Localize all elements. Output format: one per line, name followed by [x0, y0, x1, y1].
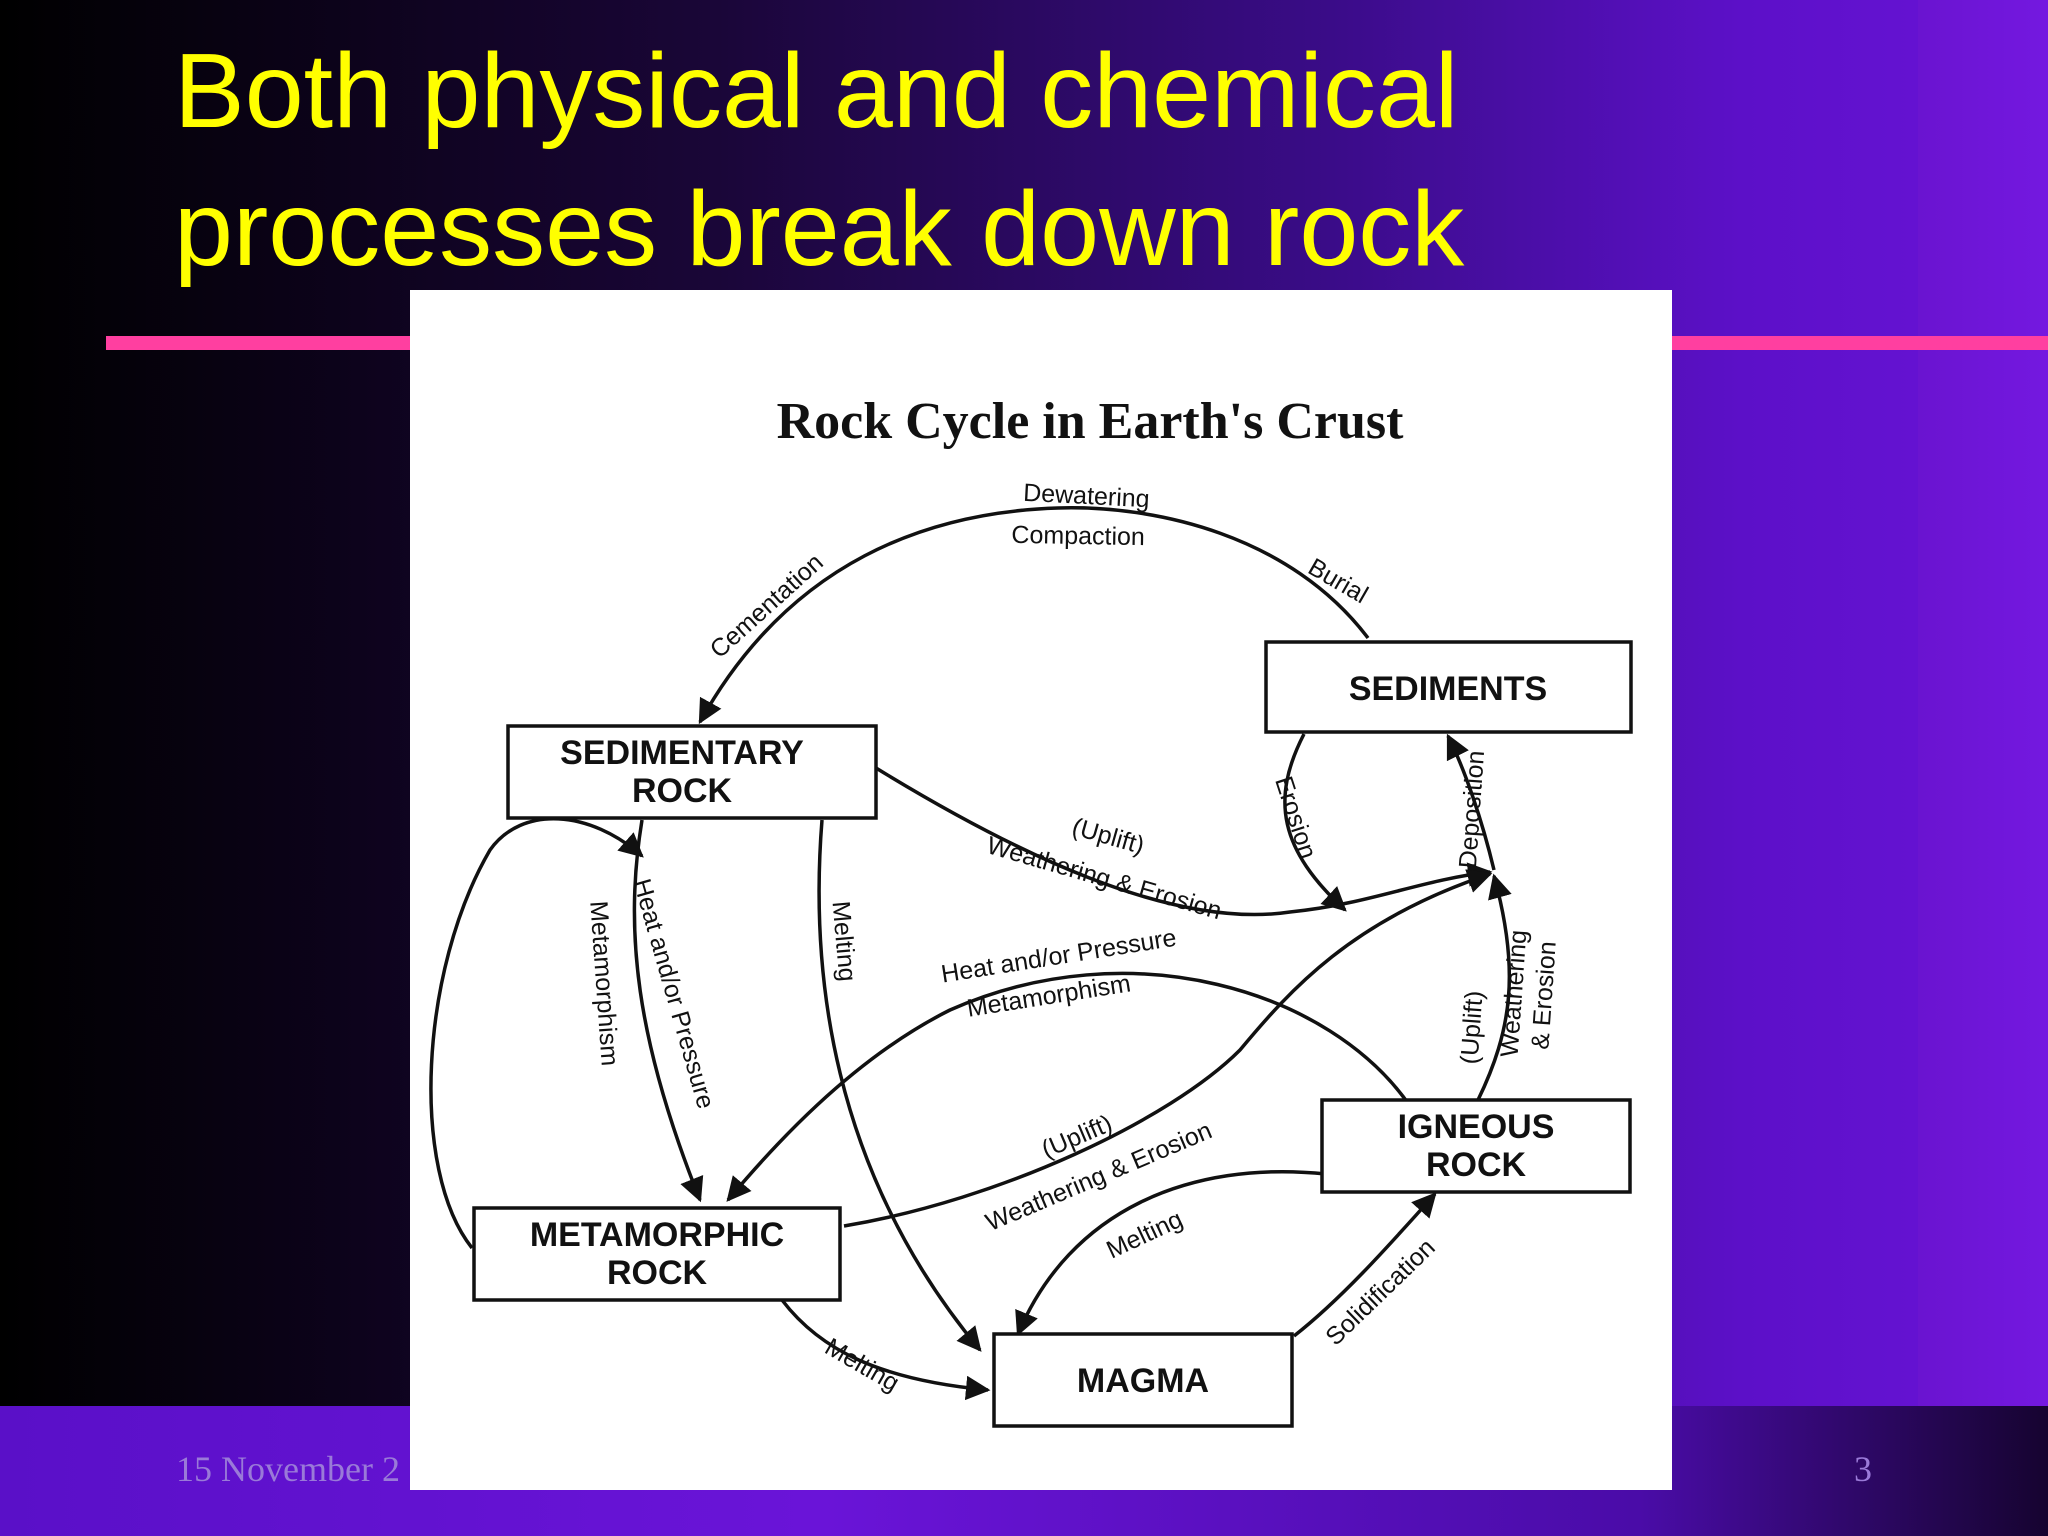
- slide-title-line-1: Both physical and chemical: [174, 32, 1459, 150]
- sediments-label: SEDIMENTS: [1349, 670, 1547, 708]
- label-compaction: Compaction: [1011, 521, 1145, 551]
- label-ign-uplift: (Uplift): [1455, 990, 1488, 1065]
- igneous-rock-label-2: ROCK: [1426, 1146, 1527, 1184]
- sedimentary-rock-label-2: ROCK: [632, 772, 733, 810]
- slide-right-band: [1918, 0, 2048, 1406]
- arrow-sedimentary-melting: [817, 819, 982, 1352]
- arrow-sediments-erosion: [1283, 733, 1347, 912]
- rock-cycle-diagram: Rock Cycle in Earth's Crust SEDIMENTS SE…: [410, 290, 1672, 1490]
- node-sedimentary-rock: SEDIMENTARY ROCK: [506, 724, 878, 820]
- label-ign-melting: Melting: [1102, 1205, 1187, 1264]
- arrow-igneous-to-metamorphic: [726, 971, 1412, 1202]
- label-sed-uplift: (Uplift): [1069, 813, 1147, 860]
- arrow-metamorphic-weathering: [843, 869, 1493, 1228]
- label-ign-erosion: & Erosion: [1526, 940, 1561, 1050]
- node-igneous-rock: IGNEOUS ROCK: [1320, 1098, 1632, 1194]
- slide-title: Both physical and chemical processes bre…: [174, 22, 1734, 298]
- label-erosion: Erosion: [1269, 773, 1322, 862]
- arrow-metamorphic-to-sedimentary: [429, 817, 644, 1250]
- arrow-igneous-uplift: [1476, 873, 1512, 1101]
- arrow-igneous-melting: [1015, 1170, 1327, 1337]
- label-met-melting: Melting: [820, 1333, 904, 1398]
- label-met-uplift: (Uplift): [1038, 1109, 1117, 1164]
- metamorphic-rock-label-1: METAMORPHIC: [530, 1216, 784, 1254]
- page-number: 3: [1854, 1449, 1872, 1489]
- label-burial: Burial: [1303, 553, 1372, 609]
- arrow-sedimentary-weathering: [875, 766, 1493, 917]
- metamorphic-rock-label-2: ROCK: [607, 1254, 708, 1292]
- slide-title-line-2: processes break down rock: [174, 170, 1465, 288]
- label-sed-melting: Melting: [827, 900, 862, 983]
- label-sed-metamorphism: Metamorphism: [584, 900, 623, 1067]
- diagram-title: Rock Cycle in Earth's Crust: [777, 393, 1405, 450]
- magma-label: MAGMA: [1077, 1362, 1209, 1400]
- label-dewatering: Dewatering: [1023, 479, 1151, 514]
- sedimentary-rock-label-1: SEDIMENTARY: [560, 734, 804, 772]
- arrow-metamorphic-melting: [780, 1298, 991, 1401]
- label-cementation: Cementation: [705, 548, 829, 664]
- label-solidification: Solidification: [1320, 1233, 1440, 1351]
- igneous-rock-label-1: IGNEOUS: [1398, 1108, 1555, 1146]
- arrow-sediments-to-sedimentary: [698, 506, 1370, 725]
- footer-date: 15 November 2: [176, 1449, 400, 1489]
- arrow-magma-solidification: [1292, 1192, 1437, 1338]
- node-metamorphic-rock: METAMORPHIC ROCK: [472, 1206, 842, 1302]
- arrow-sedimentary-to-metamorphic: [632, 819, 704, 1203]
- arrow-to-deposition: [1446, 733, 1496, 871]
- rock-cycle-svg: Rock Cycle in Earth's Crust SEDIMENTS SE…: [429, 393, 1633, 1428]
- label-deposition: Deposition: [1454, 750, 1490, 870]
- node-sediments: SEDIMENTS: [1264, 640, 1633, 734]
- node-magma: MAGMA: [992, 1332, 1294, 1428]
